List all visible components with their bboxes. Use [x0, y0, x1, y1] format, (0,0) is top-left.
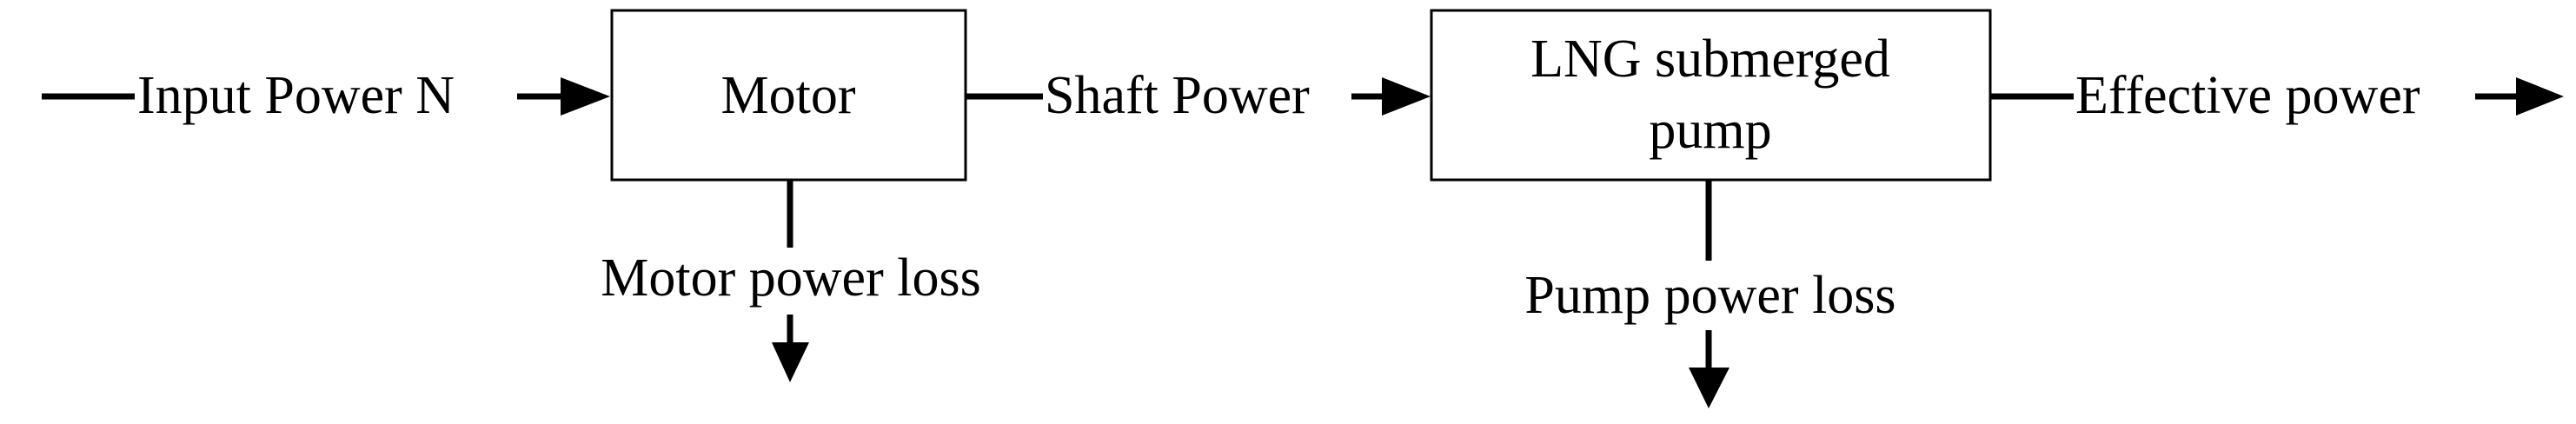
- motor-block: [610, 9, 967, 182]
- motor-loss-label: Motor power loss: [601, 248, 980, 308]
- motor-loss-arrow-icon: [772, 342, 809, 382]
- shaft-arrow-icon: [1382, 77, 1431, 116]
- shaft-power-label: Shaft Power: [1045, 66, 1310, 125]
- input-arrow-icon: [561, 77, 610, 116]
- effective-arrow-icon: [2516, 77, 2564, 116]
- pump-loss-label: Pump power loss: [1524, 266, 1895, 325]
- motor-label: Motor: [721, 66, 856, 125]
- input-power-label: Input Power N: [137, 66, 455, 125]
- effective-power-label: Effective power: [2075, 66, 2420, 125]
- pump-label-line2: pump: [1649, 101, 1771, 160]
- pump-loss-arrow-icon: [1689, 368, 1730, 408]
- pump-label-line1: LNG submerged: [1530, 30, 1890, 89]
